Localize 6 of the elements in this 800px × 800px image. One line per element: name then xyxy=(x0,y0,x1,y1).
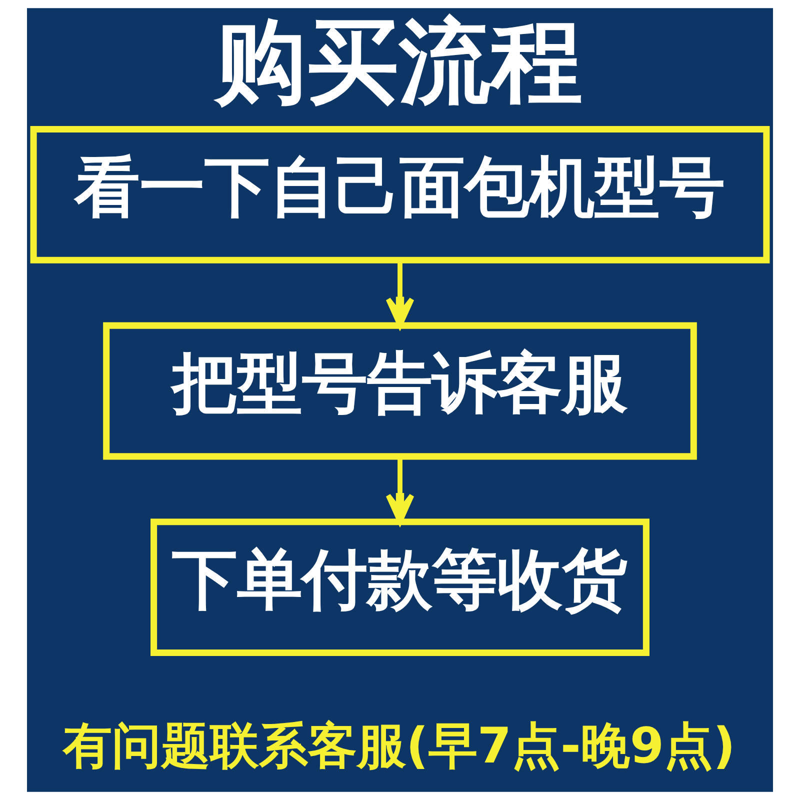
node-box: 把型号告诉客服 xyxy=(103,322,697,460)
diagram-title: 购买流程 xyxy=(215,8,584,115)
label: 有问题联系客服(早7点-晚9点) xyxy=(62,716,736,774)
node-box: 看一下自己面包机型号 xyxy=(30,126,770,264)
arrow xyxy=(386,456,414,524)
node-box: 下单付款等收货 xyxy=(150,518,650,656)
